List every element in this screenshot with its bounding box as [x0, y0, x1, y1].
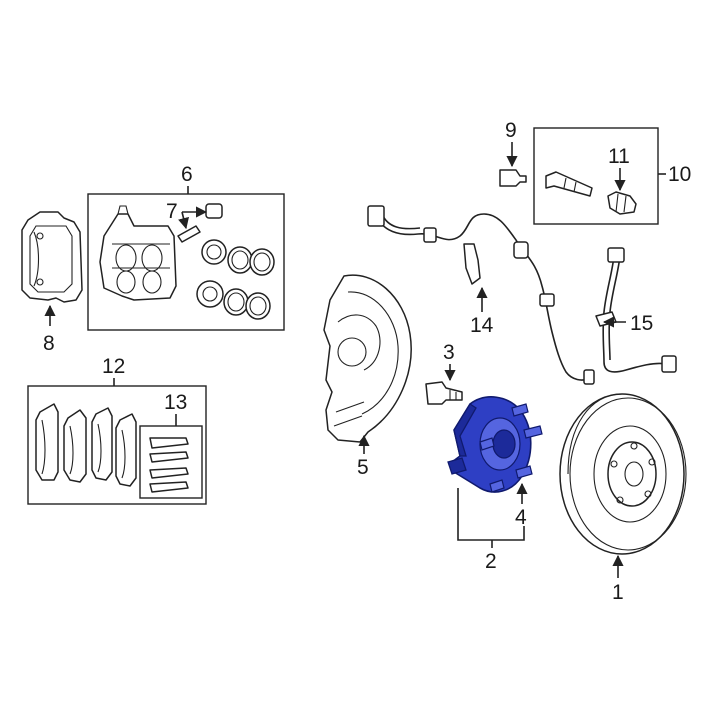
callout-10: 10 — [668, 163, 691, 186]
callout-1: 1 — [612, 581, 624, 604]
caliper-bracket-part[interactable] — [21, 211, 83, 303]
guide-pin-part[interactable] — [545, 171, 593, 197]
callout-11: 11 — [608, 145, 630, 168]
callout-7: 7 — [166, 200, 178, 223]
callout-15: 15 — [630, 312, 653, 335]
brake-rotor-part[interactable] — [559, 393, 687, 555]
caliper-part[interactable] — [99, 205, 177, 301]
brake-wear-sensor-part[interactable] — [595, 247, 677, 373]
callout-9: 9 — [505, 119, 517, 142]
callout-13: 13 — [164, 391, 187, 414]
pin-boot-part[interactable] — [607, 191, 637, 215]
piston-seal-kit-part[interactable] — [196, 239, 275, 320]
guide-pin-bolt-part[interactable] — [177, 203, 223, 243]
hub-bolt-part[interactable] — [425, 381, 463, 405]
callout-12: 12 — [102, 355, 125, 378]
wheel-speed-sensor-part[interactable] — [367, 205, 595, 385]
hardware-kit-box — [139, 425, 203, 499]
hub-bearing-part[interactable] — [447, 396, 543, 493]
callout-14: 14 — [470, 314, 494, 337]
pad-kit-box — [27, 385, 207, 505]
dust-shield-part[interactable] — [323, 274, 412, 443]
caliper-kit-box — [87, 193, 285, 331]
bolt-9-part[interactable] — [499, 169, 527, 187]
callout-4: 4 — [515, 506, 527, 529]
callout-2: 2 — [485, 550, 497, 573]
callout-5: 5 — [357, 456, 369, 479]
callout-leaders — [44, 142, 666, 578]
brake-pads-part[interactable] — [35, 403, 137, 487]
pad-hardware-clips-part[interactable] — [149, 437, 189, 493]
callout-3: 3 — [443, 341, 455, 364]
pin-kit-box — [533, 127, 659, 225]
callout-6: 6 — [181, 163, 193, 186]
callout-8: 8 — [43, 332, 55, 355]
